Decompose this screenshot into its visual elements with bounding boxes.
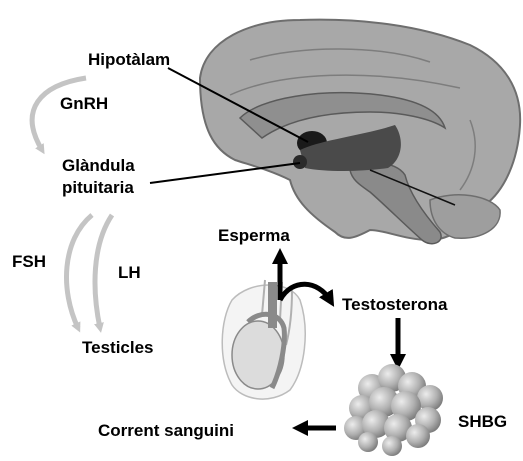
brain-illustration — [200, 20, 520, 244]
testicle-illustration — [222, 280, 305, 399]
label-pituitary-line1: Glàndula — [62, 156, 135, 176]
label-fsh: FSH — [12, 252, 46, 272]
gnrh-arrow — [32, 78, 86, 150]
shbg-protein — [344, 364, 443, 456]
label-testicles: Testicles — [82, 338, 154, 358]
vas-deferens — [268, 282, 277, 328]
label-bloodstream: Corrent sanguini — [98, 421, 234, 441]
pituitary-region — [293, 155, 307, 169]
label-testosterone: Testosterona — [342, 295, 448, 315]
label-sperm: Esperma — [218, 226, 290, 246]
fsh-arrow — [66, 215, 92, 328]
label-gnrh: GnRH — [60, 94, 108, 114]
lh-arrow — [95, 215, 112, 328]
label-lh: LH — [118, 263, 141, 283]
label-hypothalamus: Hipotàlam — [88, 50, 170, 70]
label-pituitary-line2: pituitaria — [62, 178, 134, 198]
label-shbg: SHBG — [458, 412, 507, 432]
